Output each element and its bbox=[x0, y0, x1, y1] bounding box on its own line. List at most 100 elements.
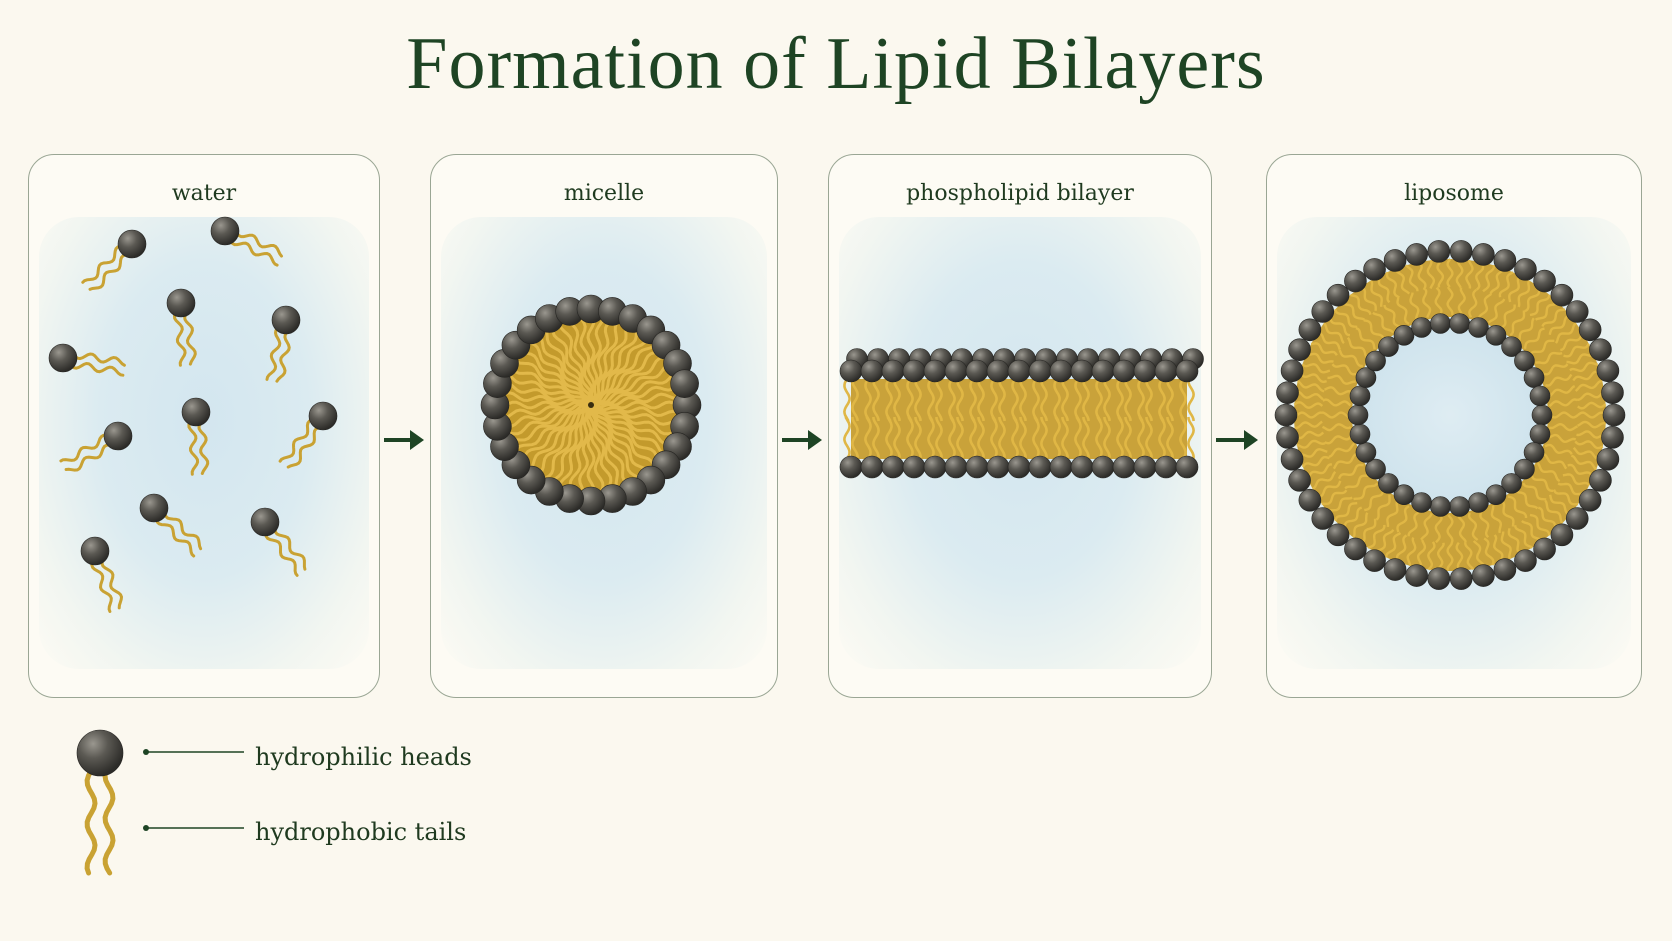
lipid-head bbox=[80, 536, 110, 566]
lipid-head bbox=[944, 359, 968, 383]
lipid-tail bbox=[1508, 274, 1522, 303]
lipid-tail bbox=[275, 329, 291, 383]
lipid-tail bbox=[1019, 378, 1027, 422]
arrow-icon bbox=[1216, 430, 1258, 450]
lipid-head bbox=[1383, 558, 1407, 581]
lipid-tail bbox=[1576, 430, 1606, 439]
lipid-tail bbox=[1487, 298, 1506, 324]
lipid-tail bbox=[1340, 301, 1366, 321]
lipid-head bbox=[1112, 455, 1136, 479]
lipid-head bbox=[1514, 549, 1537, 572]
lipid-head bbox=[1344, 537, 1367, 561]
lipid-tail bbox=[1187, 378, 1195, 422]
lipid-tail bbox=[1040, 416, 1048, 460]
micelle-structure bbox=[480, 294, 702, 516]
lipid-head bbox=[1493, 558, 1517, 581]
lipid-tail bbox=[1301, 455, 1330, 468]
lipid-tail bbox=[864, 416, 872, 460]
lipid-tail bbox=[1523, 327, 1545, 349]
lipid-tail bbox=[1338, 349, 1363, 368]
lipid-head bbox=[881, 455, 905, 479]
lipid-head bbox=[1427, 567, 1451, 590]
lipid-head bbox=[1311, 300, 1335, 323]
lipid-tail bbox=[1326, 496, 1353, 513]
lipid-tail bbox=[1321, 489, 1348, 505]
lipid-head bbox=[986, 359, 1010, 383]
lipid-molecule bbox=[265, 305, 301, 383]
lipid-tail bbox=[1409, 292, 1420, 322]
lipid-head bbox=[181, 397, 211, 427]
lipid-tail bbox=[590, 408, 655, 466]
lipid-tail bbox=[1323, 322, 1345, 344]
legend-lipid-icon bbox=[76, 729, 244, 876]
lipid-head bbox=[1449, 496, 1470, 517]
lipid-tail bbox=[530, 405, 589, 470]
lipid-tail bbox=[1457, 287, 1466, 317]
arrow-icon bbox=[782, 430, 822, 450]
lipid-tail bbox=[590, 330, 638, 403]
liposome-structure bbox=[1274, 240, 1626, 590]
lipid-tail bbox=[511, 367, 591, 403]
lipid-tail bbox=[278, 418, 314, 463]
lipid-tail bbox=[568, 320, 594, 403]
lipid-head bbox=[1175, 359, 1199, 383]
lipid-tail bbox=[1446, 514, 1454, 544]
lipid-tail bbox=[1328, 315, 1351, 337]
lipid-head bbox=[103, 421, 133, 451]
lipid-head bbox=[1565, 300, 1589, 323]
lipid-head bbox=[1363, 549, 1386, 572]
lipid-head bbox=[1133, 455, 1157, 479]
lipid-head bbox=[1602, 403, 1626, 427]
lipid-tail bbox=[187, 420, 200, 476]
lipid-head bbox=[1449, 567, 1473, 590]
panel-bilayer: phospholipid bilayer bbox=[828, 154, 1212, 698]
lipid-tail bbox=[1571, 454, 1598, 471]
lipid-tail bbox=[1317, 331, 1342, 351]
lipid-tail bbox=[1116, 416, 1124, 460]
lipid-tail bbox=[593, 374, 674, 406]
lipid-tail bbox=[586, 407, 596, 493]
lipid-tail bbox=[1385, 271, 1400, 299]
lipid-tail bbox=[1482, 265, 1496, 293]
lipid-tail bbox=[914, 378, 922, 422]
lipid-tail bbox=[1310, 342, 1338, 356]
lipid-tail bbox=[1562, 473, 1591, 487]
lipid-tail bbox=[1395, 534, 1408, 563]
lipid-tail bbox=[1040, 378, 1048, 422]
lipid-head bbox=[1405, 564, 1428, 587]
lipid-tail bbox=[1011, 416, 1019, 460]
lipid-head bbox=[881, 359, 905, 383]
lipid-head bbox=[860, 455, 884, 479]
lipid-tail bbox=[1032, 416, 1040, 460]
lipid-head bbox=[839, 359, 863, 383]
lipid-head bbox=[1430, 313, 1451, 334]
lipid-tail bbox=[1577, 390, 1605, 402]
lipid-head bbox=[1274, 403, 1298, 427]
lipid-head bbox=[117, 229, 147, 259]
lipid-head bbox=[1349, 385, 1371, 407]
lipid-tail bbox=[1355, 327, 1376, 350]
lipid-tail bbox=[1472, 540, 1486, 568]
lipid-tail bbox=[1145, 378, 1153, 422]
lipid-head bbox=[986, 455, 1010, 479]
lipid-head bbox=[1276, 381, 1299, 404]
lipid-molecule bbox=[210, 216, 283, 267]
lipid-tail bbox=[1544, 443, 1573, 455]
lipid-head bbox=[1514, 458, 1535, 480]
lipid-tail bbox=[977, 416, 985, 460]
micelle-tails bbox=[503, 317, 679, 493]
lipid-tail bbox=[1334, 501, 1358, 522]
lipid-head bbox=[1365, 350, 1386, 372]
lipid-tail bbox=[1566, 353, 1595, 365]
lipid-tail bbox=[286, 425, 323, 469]
lipid-head bbox=[1449, 240, 1473, 263]
lipid-head bbox=[902, 359, 926, 383]
lipid-head bbox=[1550, 283, 1574, 307]
lipid-tail bbox=[1124, 416, 1132, 460]
lipid-head bbox=[1493, 249, 1517, 272]
lipid-tail bbox=[1367, 524, 1386, 549]
lipid-tail bbox=[1514, 489, 1539, 510]
lipid-head bbox=[1028, 359, 1052, 383]
lipid-tail bbox=[1394, 268, 1411, 295]
lipid-tail bbox=[1500, 499, 1515, 527]
